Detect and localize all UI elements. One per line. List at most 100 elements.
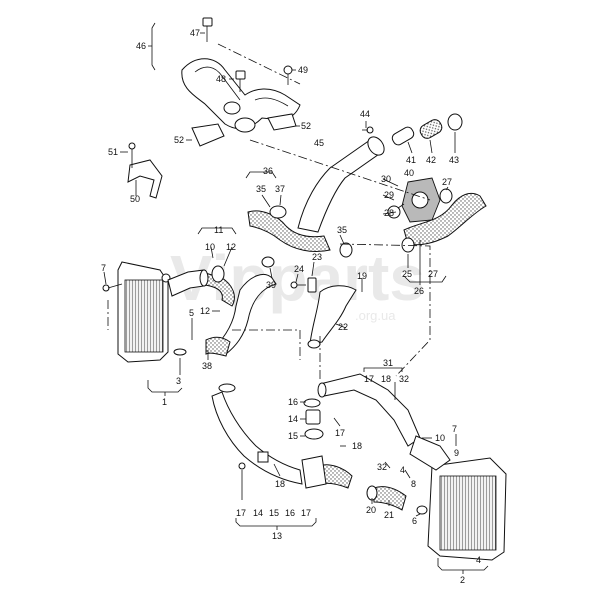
label-14: 14: [288, 414, 298, 424]
label-16-group13: 16: [285, 508, 295, 518]
sleeve-41: [391, 126, 415, 146]
leader-lines: [103, 22, 489, 574]
watermark-subtext: .org.ua: [355, 308, 396, 323]
label-9: 9: [454, 448, 459, 458]
label-28: 28: [384, 208, 394, 218]
label-39: 39: [266, 280, 276, 290]
label-20: 20: [366, 505, 376, 515]
pipe-22: [307, 285, 357, 349]
bolt-17-lower: [238, 462, 246, 470]
label-17-group13-b: 17: [301, 508, 311, 518]
pipe-31: [317, 373, 421, 447]
label-4-upper: 4: [400, 465, 405, 475]
label-7-left: 7: [101, 263, 106, 273]
label-35-upper: 35: [256, 184, 266, 194]
label-2: 2: [460, 575, 465, 585]
pressure-pipe-upper: [297, 136, 385, 233]
pipe-left-inlet: [167, 269, 209, 297]
label-42: 42: [426, 155, 436, 165]
hose-36: [247, 205, 331, 253]
label-35-middle: 35: [337, 225, 347, 235]
label-12-upper: 12: [226, 242, 236, 252]
part-number-labels: 47 46 49 48 52 52 51 50 44 45 41 42 43 4…: [101, 28, 481, 585]
label-17-group13-a: 17: [236, 508, 246, 518]
clamp-43: [447, 113, 463, 131]
label-25: 25: [402, 269, 412, 279]
label-11: 11: [214, 225, 223, 235]
label-29: 29: [384, 190, 394, 200]
label-26: 26: [414, 286, 424, 296]
hose-42: [419, 119, 443, 139]
clamp-27: [439, 188, 453, 204]
clamp-12-upper: [211, 265, 225, 283]
fitting-15: [304, 428, 324, 440]
label-18-middle: 18: [352, 441, 362, 451]
label-8: 8: [411, 479, 416, 489]
label-18-group31: 18: [381, 374, 391, 384]
label-51: 51: [108, 147, 118, 157]
label-17-middle: 17: [335, 428, 345, 438]
clamp-20: [366, 485, 378, 501]
label-47: 47: [190, 28, 200, 38]
gasket-52-left: [191, 123, 225, 147]
intercooler-right: [427, 457, 507, 561]
label-7-right: 7: [452, 424, 457, 434]
seal-6: [416, 505, 428, 515]
label-21: 21: [384, 510, 394, 520]
label-40: 40: [404, 168, 414, 178]
label-17-group31: 17: [364, 374, 374, 384]
label-43: 43: [449, 155, 459, 165]
label-13: 13: [272, 531, 282, 541]
clamp-44: [362, 126, 374, 134]
seal-3: [173, 348, 187, 356]
clamp-25: [401, 237, 415, 253]
label-14-group13: 14: [253, 508, 263, 518]
hose-lower-13: [301, 455, 353, 489]
bolt-24: [290, 281, 306, 289]
reference-lines: [107, 43, 431, 380]
fitting-16: [303, 398, 321, 408]
pressure-pipe-left: [205, 256, 277, 357]
label-52-left: 52: [174, 135, 184, 145]
label-15-group13: 15: [269, 508, 279, 518]
label-19: 19: [357, 271, 367, 281]
label-41: 41: [406, 155, 416, 165]
label-50: 50: [130, 194, 140, 204]
label-4-lower: 4: [476, 555, 481, 565]
label-52-right: 52: [301, 121, 311, 131]
bolt-47: [202, 17, 213, 42]
throttle-valve-28: [387, 177, 441, 223]
label-44: 44: [360, 109, 370, 119]
label-12-lower: 12: [200, 306, 210, 316]
label-48: 48: [216, 74, 226, 84]
label-31: 31: [383, 358, 393, 368]
label-37: 37: [275, 184, 285, 194]
label-10-left: 10: [205, 242, 215, 252]
label-46: 46: [136, 41, 146, 51]
label-24: 24: [294, 264, 304, 274]
hose-26: [403, 192, 487, 246]
intercooler-left: [117, 261, 171, 363]
label-16: 16: [288, 397, 298, 407]
clamp-35: [339, 242, 353, 258]
label-3: 3: [176, 376, 181, 386]
clip-18-lower: [257, 451, 269, 463]
sensor-23: [307, 277, 317, 293]
hose-21: [373, 486, 407, 511]
label-45: 45: [314, 138, 324, 148]
label-15: 15: [288, 431, 298, 441]
label-23: 23: [312, 252, 322, 262]
bolt-7-left: [102, 283, 123, 292]
label-36: 36: [263, 166, 273, 176]
label-22: 22: [338, 322, 348, 332]
pipe-13-lower: [211, 383, 303, 485]
bolt-49: [283, 65, 293, 85]
bracket-50: [127, 142, 163, 199]
label-6: 6: [412, 516, 417, 526]
label-32-upper: 32: [399, 374, 409, 384]
fitting-14: [305, 409, 321, 425]
label-27-lower: 27: [428, 269, 438, 279]
pipe-right-intercooler-inlet: [409, 435, 451, 471]
hose-11: [199, 271, 235, 307]
